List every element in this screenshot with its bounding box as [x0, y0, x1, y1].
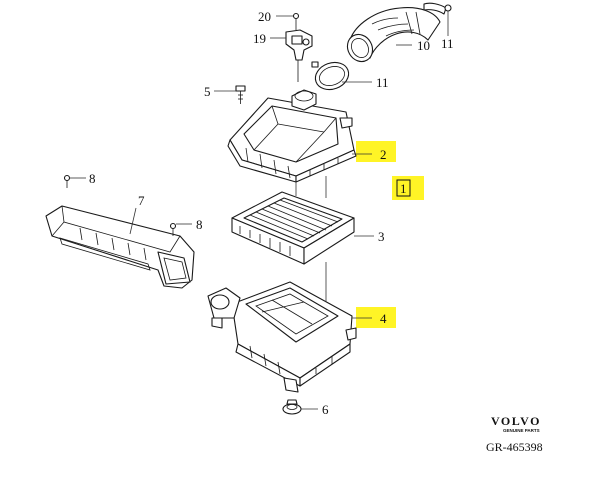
screw-part-20 [292, 12, 300, 30]
assembly-guide-lines [295, 176, 327, 302]
brand-subtitle: GENUINE PARTS [503, 428, 540, 433]
callout-11-top: 11 [441, 36, 454, 51]
bolt-part-8-right [169, 222, 177, 236]
airbox-cover-part-2 [227, 89, 357, 183]
callout-20: 20 [258, 9, 271, 24]
callout-19: 19 [253, 31, 266, 46]
brand-name: VOLVO [491, 414, 541, 428]
callout-3: 3 [378, 229, 385, 244]
bolt-part-8-top [63, 174, 71, 188]
callout-7: 7 [138, 193, 145, 208]
intake-hose-part-10 [346, 7, 441, 63]
callout-6: 6 [322, 402, 329, 417]
bolt-part-5 [235, 85, 246, 104]
callout-8-right: 8 [196, 217, 203, 232]
clamp-ring-part-11 [311, 61, 350, 91]
callout-2: 2 [380, 147, 387, 162]
callout-1: 1 [400, 181, 407, 196]
intake-duct-part-7 [45, 205, 195, 289]
volvo-logo: VOLVO GENUINE PARTS [491, 414, 541, 433]
callout-11: 11 [376, 75, 389, 90]
diagram-reference: GR-465398 [486, 440, 543, 454]
callout-8-top: 8 [89, 171, 96, 186]
callout-1-box [396, 179, 411, 197]
clamp-part-11-top [423, 2, 452, 36]
air-filter-part-3 [231, 191, 355, 265]
leader-lines [70, 15, 412, 410]
highlight-callout-2 [356, 141, 396, 162]
callout-10: 10 [417, 38, 430, 53]
highlight-callout-4 [356, 307, 396, 328]
callout-4: 4 [380, 311, 387, 326]
airbox-housing-part-4 [207, 281, 357, 393]
grommet-part-6 [282, 399, 302, 415]
callout-5: 5 [204, 84, 211, 99]
sensor-part-19 [285, 29, 313, 82]
